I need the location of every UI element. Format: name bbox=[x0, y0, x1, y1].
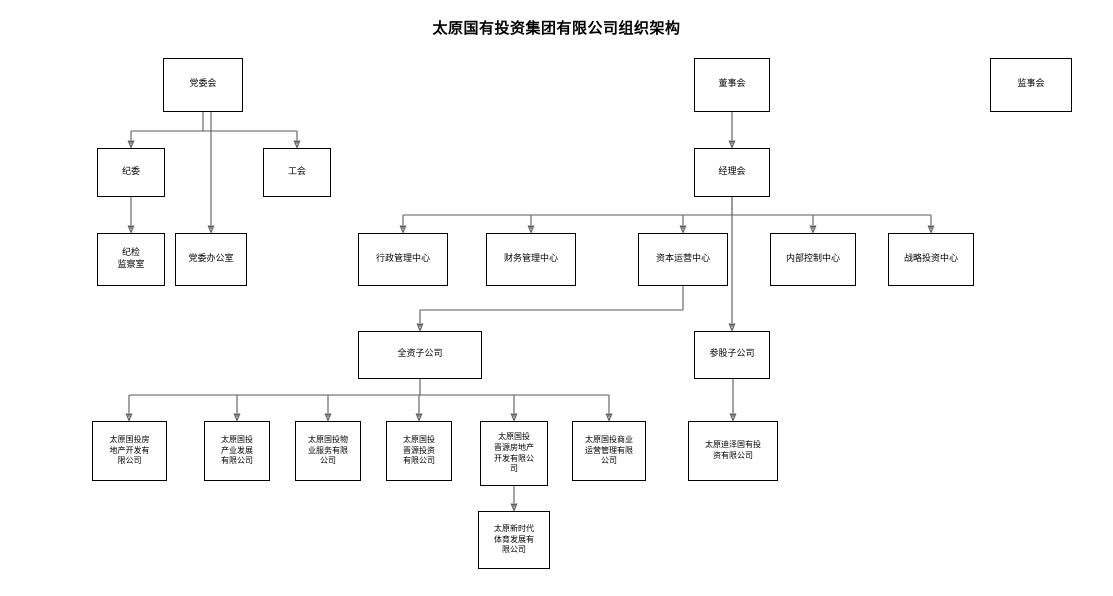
node-label: 太原国投 晋源投资 有限公司 bbox=[403, 435, 435, 466]
node-label: 参股子公司 bbox=[709, 349, 755, 360]
node-property-service[interactable]: 太原国投物 业服务有限 公司 bbox=[295, 421, 361, 481]
node-label: 太原国投房 地产开发有 限公司 bbox=[109, 435, 150, 466]
node-label: 行政管理中心 bbox=[375, 253, 430, 264]
page-title: 太原国有投资集团有限公司组织架构 bbox=[432, 19, 681, 37]
node-board-of-supervisors[interactable]: 监事会 bbox=[990, 58, 1072, 112]
node-new-era-sports[interactable]: 太原新时代 体育发展有 限公司 bbox=[478, 511, 550, 569]
node-label: 太原国投商业 运营管理有限 公司 bbox=[585, 435, 633, 466]
node-jinyuan-investment[interactable]: 太原国投 晋源投资 有限公司 bbox=[386, 421, 452, 481]
node-label: 资本运营中心 bbox=[655, 253, 710, 264]
node-label: 监事会 bbox=[1017, 79, 1045, 90]
node-real-estate-dev[interactable]: 太原国投房 地产开发有 限公司 bbox=[92, 421, 167, 481]
node-board-of-directors[interactable]: 董事会 bbox=[694, 58, 770, 112]
node-discipline-committee[interactable]: 纪委 bbox=[97, 148, 165, 197]
node-label: 内部控制中心 bbox=[785, 253, 840, 264]
node-wholly-owned-subsidiaries[interactable]: 全资子公司 bbox=[358, 331, 482, 379]
node-dize-investment[interactable]: 太原迪泽国有投 资有限公司 bbox=[688, 421, 778, 481]
node-label: 党委会 bbox=[189, 79, 217, 90]
node-label: 太原新时代 体育发展有 限公司 bbox=[494, 524, 534, 555]
node-label: 经理会 bbox=[718, 166, 746, 177]
node-commercial-ops[interactable]: 太原国投商业 运营管理有限 公司 bbox=[572, 421, 646, 481]
node-label: 太原国投 产业发展 有限公司 bbox=[221, 435, 253, 466]
node-label: 党委办公室 bbox=[188, 253, 234, 264]
node-internal-control-center[interactable]: 内部控制中心 bbox=[770, 233, 856, 286]
node-manager-meeting[interactable]: 经理会 bbox=[694, 148, 770, 197]
node-party-committee[interactable]: 党委会 bbox=[163, 58, 243, 112]
node-capital-ops-center[interactable]: 资本运营中心 bbox=[638, 233, 728, 286]
node-label: 财务管理中心 bbox=[503, 253, 558, 264]
node-label: 全资子公司 bbox=[397, 349, 443, 360]
node-strategic-investment-center[interactable]: 战略投资中心 bbox=[888, 233, 974, 286]
node-label: 纪检 监察室 bbox=[117, 247, 145, 270]
node-equity-subsidiaries[interactable]: 参股子公司 bbox=[694, 331, 770, 379]
node-label: 太原国投物 业服务有限 公司 bbox=[308, 435, 348, 466]
node-finance-center[interactable]: 财务管理中心 bbox=[486, 233, 576, 286]
node-label: 战略投资中心 bbox=[903, 253, 958, 264]
node-label: 纪委 bbox=[121, 166, 140, 177]
node-jinyuan-real-estate[interactable]: 太原国投 晋源房地产 开发有限公 司 bbox=[480, 421, 548, 486]
node-party-committee-office[interactable]: 党委办公室 bbox=[175, 233, 247, 286]
node-admin-center[interactable]: 行政管理中心 bbox=[358, 233, 448, 286]
node-label: 太原迪泽国有投 资有限公司 bbox=[705, 440, 761, 460]
node-label: 工会 bbox=[287, 166, 306, 177]
node-labor-union[interactable]: 工会 bbox=[263, 148, 331, 197]
node-label: 董事会 bbox=[718, 79, 746, 90]
node-industrial-dev[interactable]: 太原国投 产业发展 有限公司 bbox=[204, 421, 270, 481]
node-label: 太原国投 晋源房地产 开发有限公 司 bbox=[494, 432, 534, 474]
node-discipline-inspection-office[interactable]: 纪检 监察室 bbox=[97, 233, 165, 286]
